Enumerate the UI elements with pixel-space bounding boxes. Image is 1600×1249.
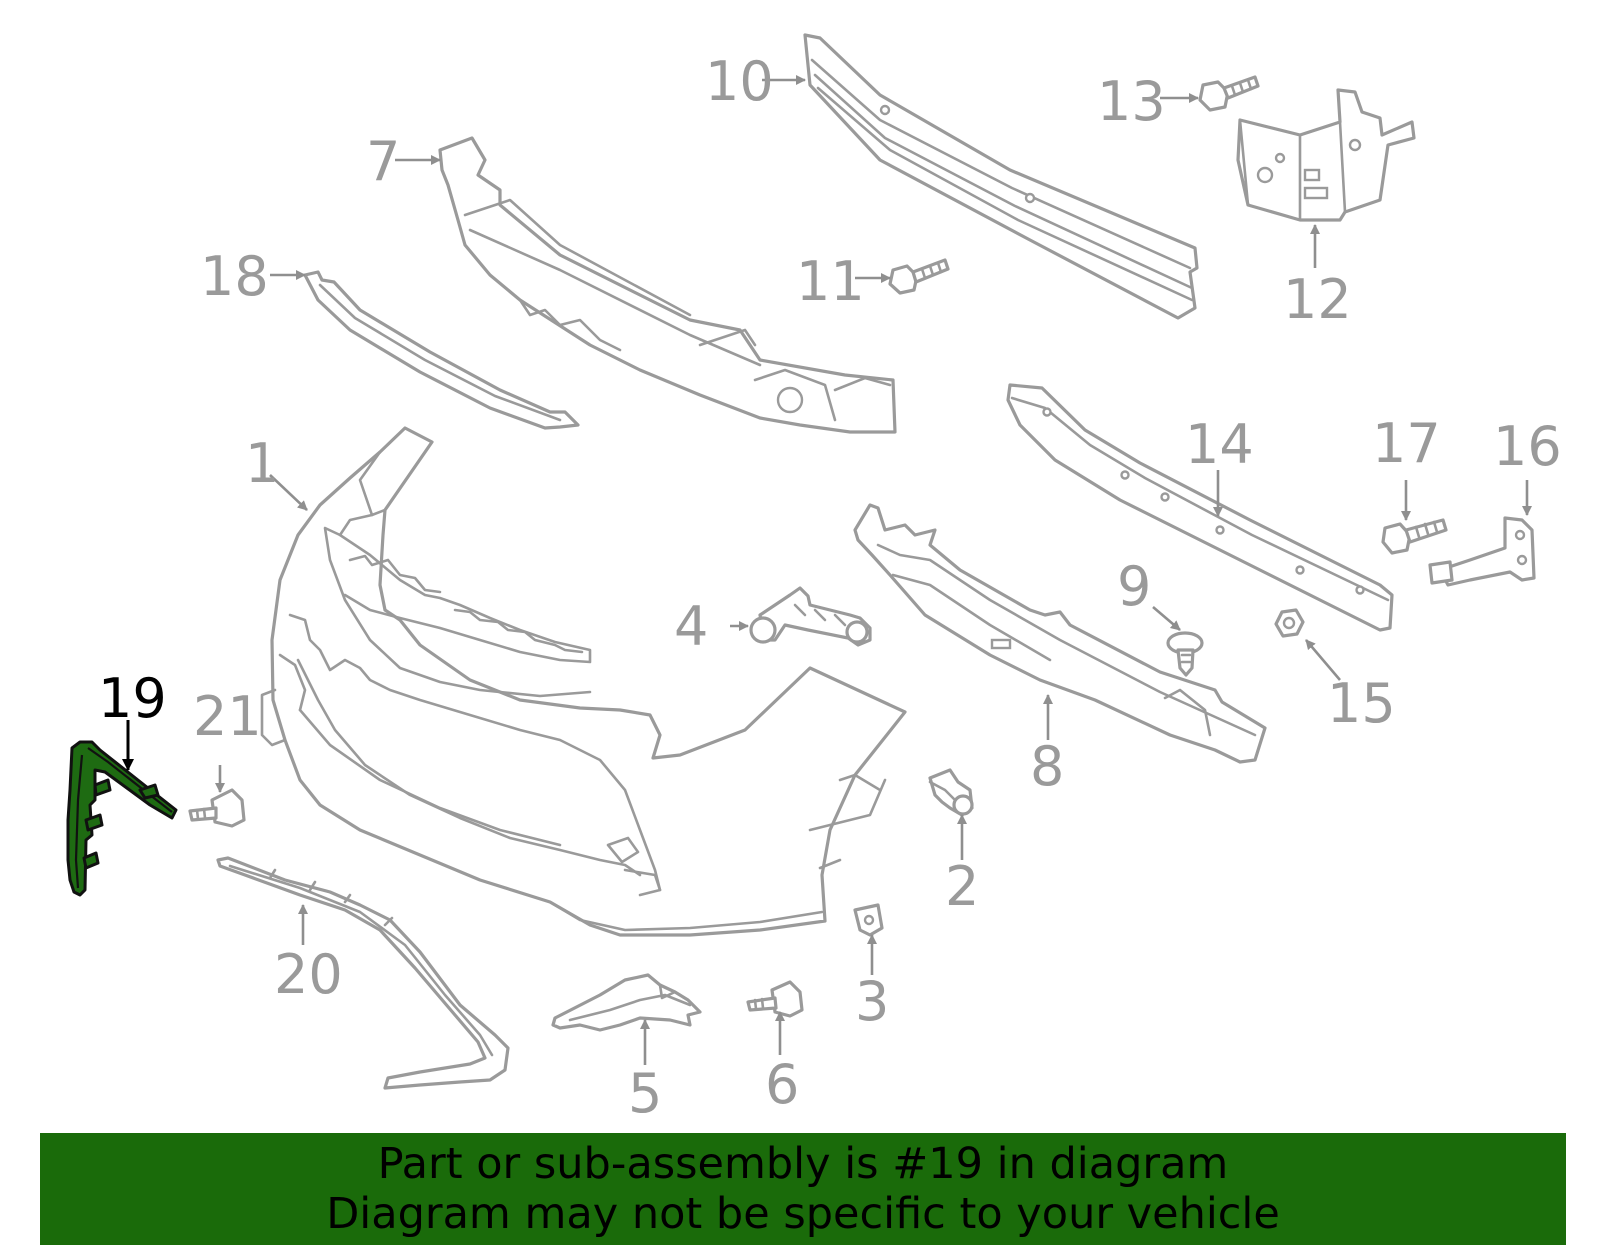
callout-20: 20 [274,943,343,1006]
part-13-bolt[interactable] [1198,75,1260,112]
callout-12: 12 [1283,268,1352,331]
part-19-highlighted-bracket[interactable] [66,740,178,897]
part-7-energy-absorber[interactable] [438,136,897,434]
callout-8: 8 [1030,735,1064,798]
part-20-lower-trim[interactable] [216,856,510,1090]
callout-21: 21 [193,685,262,748]
callout-5: 5 [628,1062,662,1125]
part-8-lower-absorber[interactable] [853,503,1267,764]
leader-lines [122,75,1532,1065]
part-9-clip[interactable] [1166,631,1204,677]
part-18-trim-strip[interactable] [303,270,580,430]
callout-6: 6 [765,1053,799,1116]
callout-15: 15 [1327,672,1396,735]
callout-4: 4 [674,595,708,658]
part-5-lower-bracket[interactable] [551,973,702,1032]
callout-labels: 10 13 12 11 7 18 1 14 17 16 9 15 4 8 2 3… [98,50,1562,1125]
callout-14: 14 [1185,413,1254,476]
banner-line-1: Part or sub-assembly is #19 in diagram [377,1139,1229,1189]
part-14-lower-reinforcement[interactable] [1006,383,1394,632]
callout-18: 18 [200,245,269,308]
callout-11: 11 [796,250,865,313]
callout-10: 10 [705,50,774,113]
callout-17: 17 [1372,412,1441,475]
callout-1: 1 [245,432,279,495]
part-12-mounting-bracket[interactable] [1236,88,1416,222]
part-16-side-bracket[interactable] [1428,516,1536,587]
part-17-bolt[interactable] [1381,518,1448,555]
part-10-reinforcement-beam[interactable] [803,33,1199,320]
callout-13: 13 [1097,70,1166,133]
part-6-screw[interactable] [746,980,804,1018]
callout-7: 7 [366,130,400,193]
part-3-clip[interactable] [853,903,884,937]
part-2-clip[interactable] [928,768,974,817]
part-4-bracket[interactable] [749,586,872,647]
callout-9: 9 [1117,555,1151,618]
info-banner: Part or sub-assembly is #19 in diagram D… [40,1133,1566,1245]
callout-16: 16 [1493,415,1562,478]
part-15-nut[interactable] [1274,608,1305,638]
part-11-bolt[interactable] [888,258,950,295]
banner-line-2: Diagram may not be specific to your vehi… [326,1189,1280,1239]
callout-3: 3 [855,970,889,1033]
part-1-bumper-cover[interactable] [260,426,907,937]
callout-2: 2 [945,855,979,918]
part-21-screw[interactable] [188,788,246,828]
callout-19: 19 [98,667,167,730]
